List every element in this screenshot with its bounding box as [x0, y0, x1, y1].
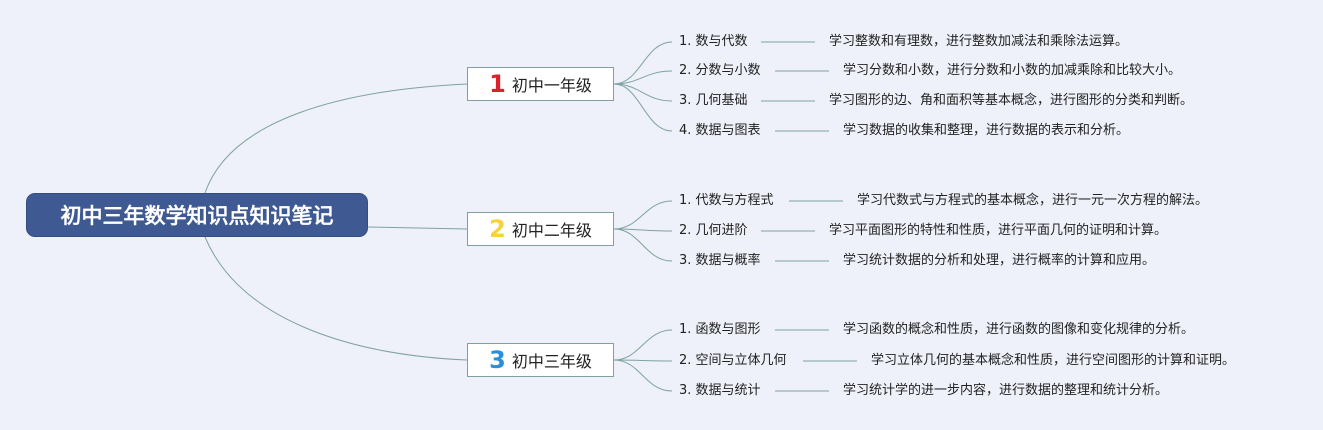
- topic-description: 学习统计学的进一步内容，进行数据的整理和统计分析。: [843, 383, 1169, 398]
- topic-connector: [613, 329, 673, 361]
- topic-label[interactable]: 3. 数据与统计: [679, 383, 761, 398]
- root-connector-2: [367, 226, 468, 230]
- topic-label[interactable]: 3. 几何基础: [679, 93, 748, 108]
- topic-description: 学习函数的概念和性质，进行函数的图像和变化规律的分析。: [843, 322, 1195, 337]
- topic-connector: [613, 228, 673, 232]
- topic-description: 学习平面图形的特性和性质，进行平面几何的证明和计算。: [829, 223, 1168, 238]
- topic-label[interactable]: 4. 数据与图表: [679, 123, 761, 138]
- topic-description: 学习统计数据的分析和处理，进行概率的计算和应用。: [843, 253, 1156, 268]
- topic-connector: [613, 70, 673, 85]
- topic-connector: [613, 228, 673, 262]
- root-connector-1: [204, 83, 468, 194]
- topic-label[interactable]: 2. 空间与立体几何: [679, 353, 787, 368]
- grade-number-icon: 1: [489, 70, 506, 98]
- grade-label: 初中一年级: [511, 76, 592, 95]
- topic-description: 学习分数和小数，进行分数和小数的加减乘除和比较大小。: [843, 63, 1182, 78]
- grade-number-icon: 2: [489, 215, 506, 243]
- topic-label[interactable]: 2. 分数与小数: [679, 63, 761, 78]
- grade-label: 初中三年级: [511, 352, 592, 371]
- topic-label[interactable]: 1. 数与代数: [679, 34, 748, 49]
- topic-label[interactable]: 1. 代数与方程式: [679, 193, 774, 208]
- grade-node-1[interactable]: 1 初中一年级: [467, 67, 614, 101]
- topic-label[interactable]: 2. 几何进阶: [679, 223, 748, 238]
- grade-node-3[interactable]: 3 初中三年级: [467, 343, 614, 377]
- grade-number-icon: 3: [489, 346, 506, 374]
- topic-label[interactable]: 3. 数据与概率: [679, 253, 761, 268]
- root-node[interactable]: 初中三年数学知识点知识笔记: [26, 193, 368, 237]
- topic-connector: [613, 200, 673, 230]
- topic-connector: [613, 359, 673, 392]
- topic-description: 学习数据的收集和整理，进行数据的表示和分析。: [843, 123, 1130, 138]
- root-title: 初中三年数学知识点知识笔记: [60, 204, 334, 228]
- topic-connector: [613, 83, 673, 102]
- topic-description: 学习立体几何的基本概念和性质，进行空间图形的计算和证明。: [871, 353, 1236, 368]
- grade-node-2[interactable]: 2 初中二年级: [467, 212, 614, 246]
- root-connector-3: [204, 236, 468, 361]
- grade-label: 初中二年级: [511, 221, 592, 240]
- topic-connector: [613, 41, 673, 85]
- topic-connector: [613, 83, 673, 132]
- topic-label[interactable]: 1. 函数与图形: [679, 322, 761, 337]
- topic-description: 学习代数式与方程式的基本概念，进行一元一次方程的解法。: [857, 193, 1209, 208]
- topic-description: 学习图形的边、角和面积等基本概念，进行图形的分类和判断。: [829, 93, 1194, 108]
- topic-description: 学习整数和有理数，进行整数加减法和乘除法运算。: [829, 34, 1129, 49]
- topic-connector: [613, 359, 673, 362]
